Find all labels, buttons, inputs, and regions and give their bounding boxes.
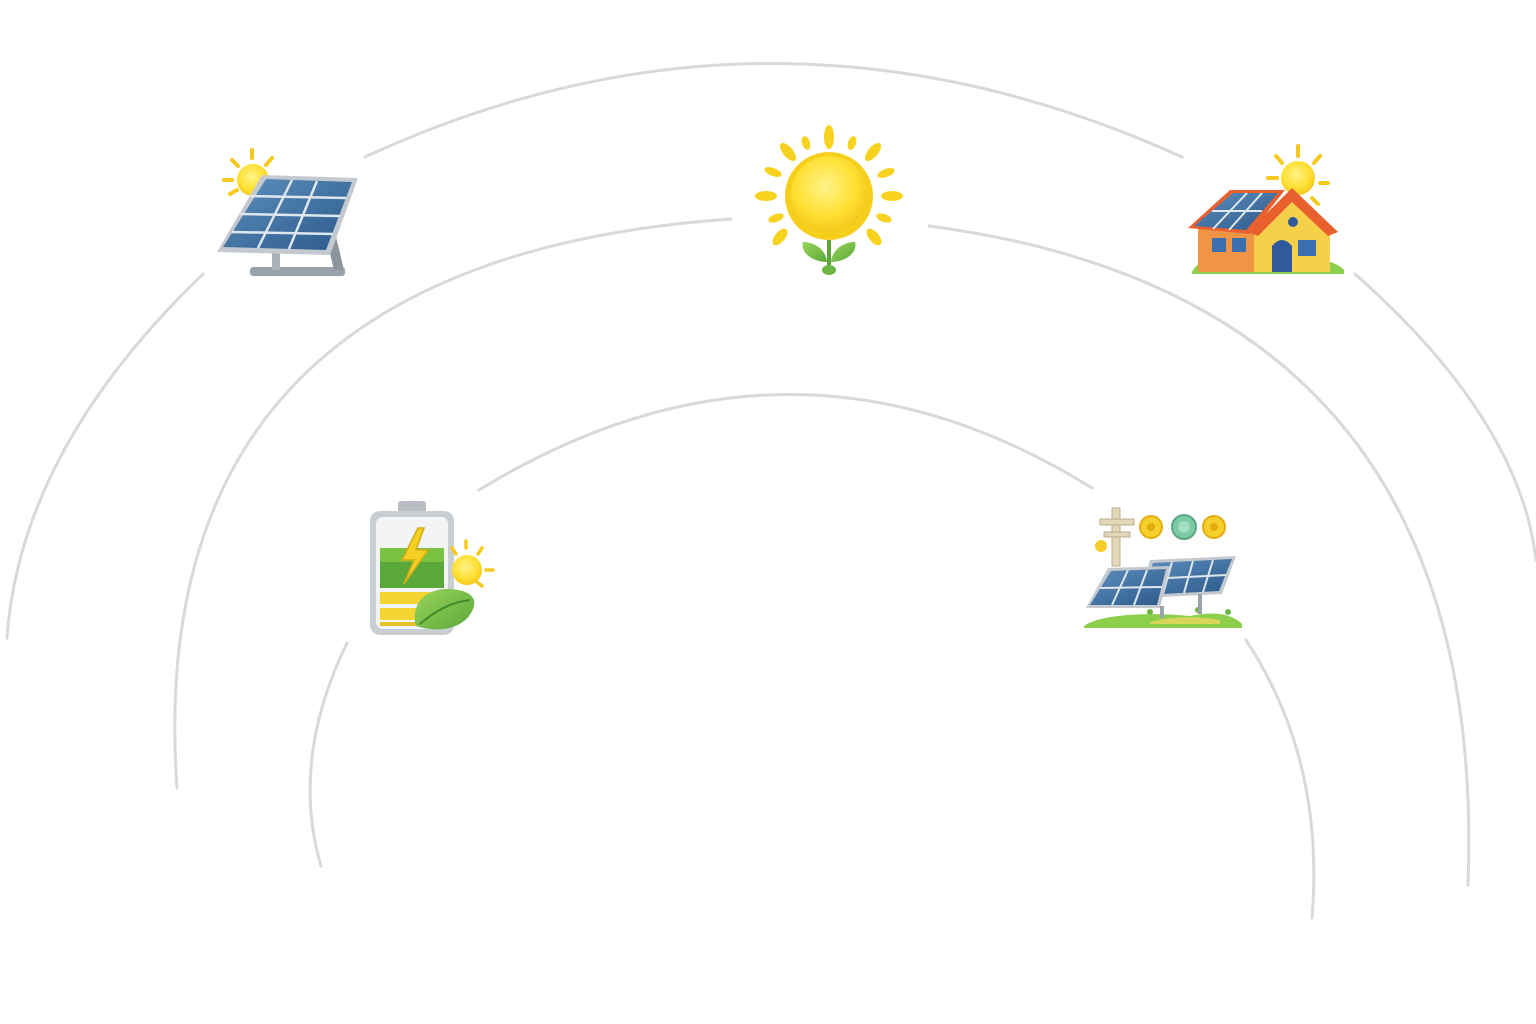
small-sun-icon bbox=[450, 539, 495, 588]
outer-arc-right bbox=[1353, 272, 1536, 562]
green-battery-with-leaf-icon bbox=[370, 501, 495, 635]
inner-arc-left bbox=[308, 641, 349, 868]
small-sun-icon bbox=[1266, 144, 1330, 206]
sun-with-sprout-icon bbox=[755, 125, 903, 275]
outer-arc-top bbox=[363, 62, 1184, 159]
inner-arc-right bbox=[1244, 638, 1316, 920]
outer-arc-left bbox=[5, 272, 205, 640]
connector-arcs bbox=[5, 62, 1536, 920]
middle-arc-left bbox=[173, 217, 733, 790]
middle-arc-right bbox=[927, 224, 1471, 887]
power-pole-icon bbox=[1099, 507, 1135, 567]
house-with-solar-roof-icon bbox=[1188, 144, 1344, 274]
lightning-bolt-icon bbox=[400, 527, 430, 585]
solar-farm-with-grid-icon bbox=[1084, 507, 1242, 628]
solar-panel-with-sun-icon bbox=[217, 148, 358, 276]
sun-rays bbox=[755, 125, 903, 246]
sprout-icon bbox=[802, 240, 856, 275]
leaf-icon bbox=[414, 589, 475, 630]
inner-arc-top bbox=[477, 393, 1094, 492]
